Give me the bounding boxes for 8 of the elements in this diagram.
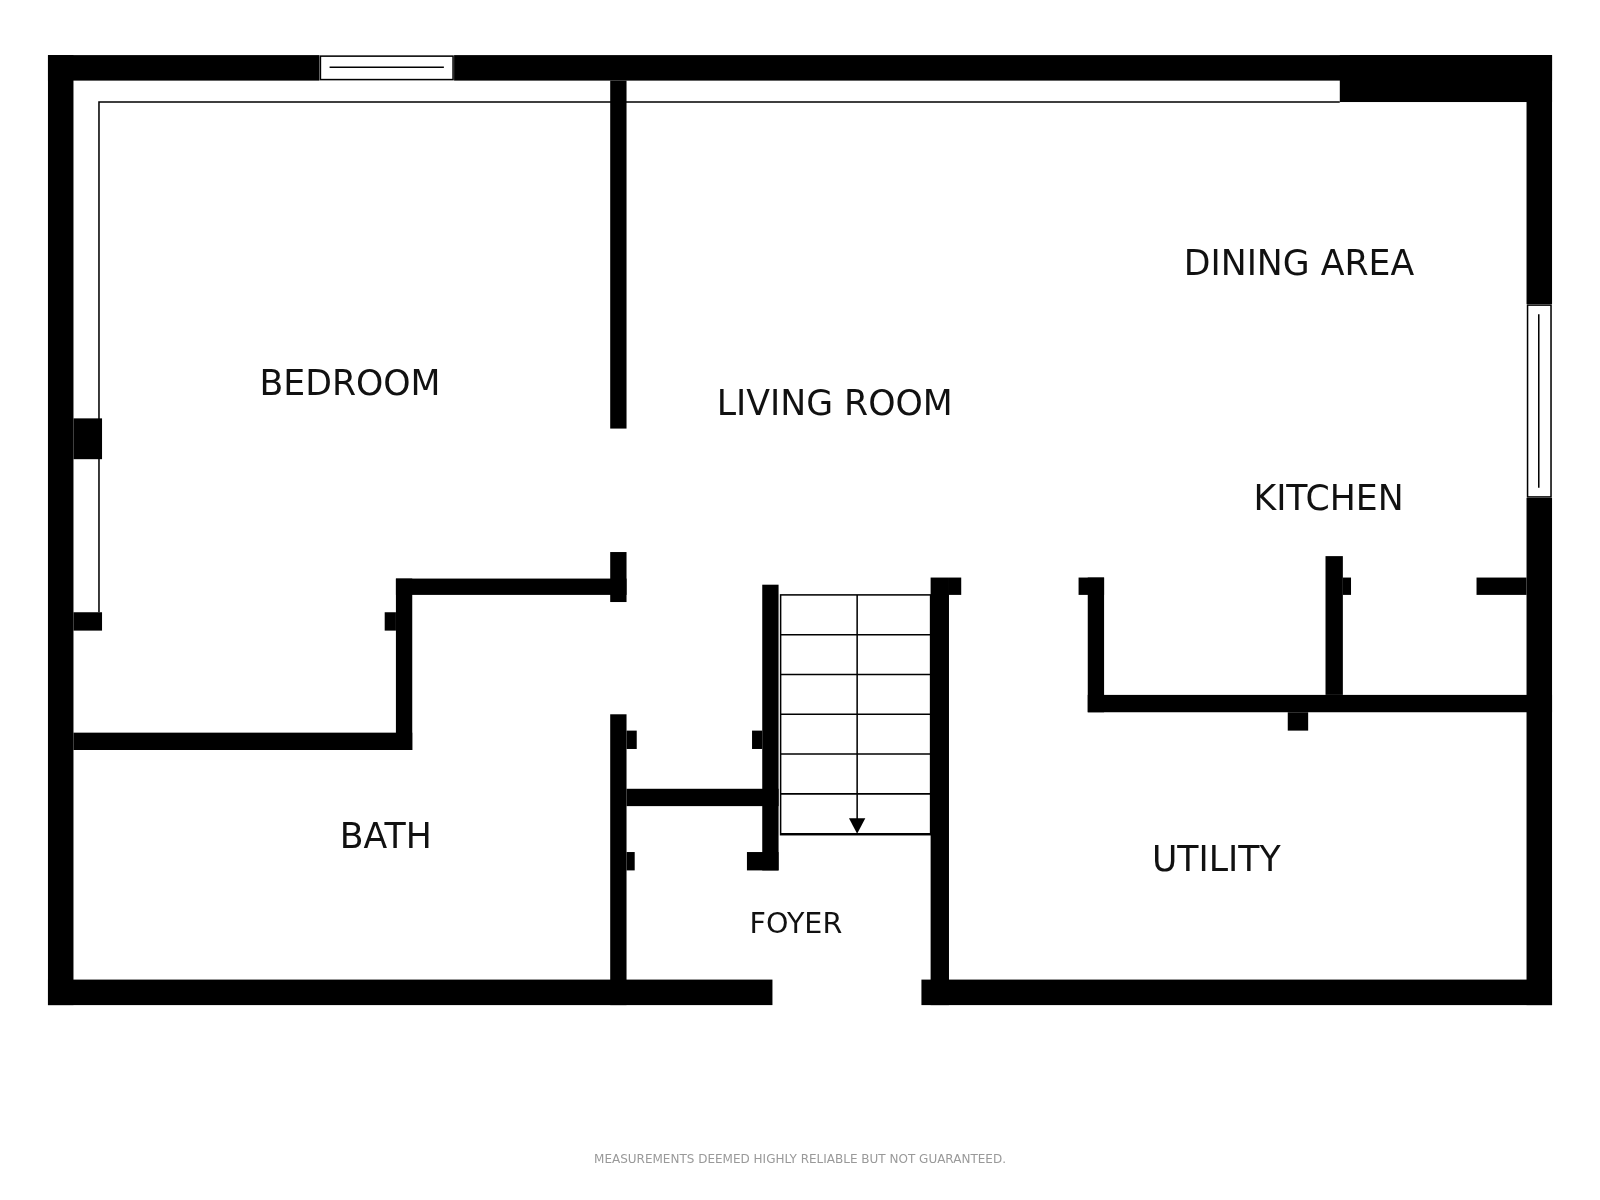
room-label: FOYER: [749, 906, 843, 941]
room-label: LIVING ROOM: [716, 383, 953, 424]
room-label: DINING AREA: [1183, 243, 1415, 284]
room-label: BATH: [339, 815, 432, 856]
room-label: UTILITY: [1151, 839, 1281, 880]
room-label: KITCHEN: [1253, 477, 1404, 518]
room-label: BEDROOM: [259, 362, 441, 403]
disclaimer-note: MEASUREMENTS DEEMED HIGHLY RELIABLE BUT NOT GUARANTEED.: [593, 1152, 1007, 1166]
